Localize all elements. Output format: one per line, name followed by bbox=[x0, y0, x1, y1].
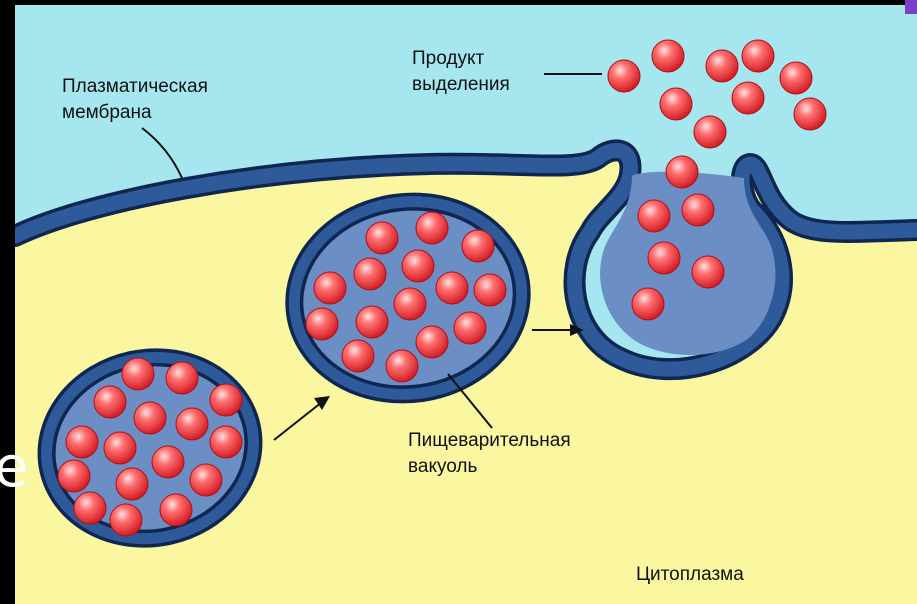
granule bbox=[354, 258, 386, 290]
granule bbox=[210, 384, 242, 416]
label-cytoplasm: Цитоплазма bbox=[636, 564, 744, 585]
granule bbox=[74, 492, 106, 524]
granule bbox=[66, 426, 98, 458]
granule bbox=[342, 340, 374, 372]
granule bbox=[692, 256, 724, 288]
granule bbox=[176, 408, 208, 440]
granule bbox=[694, 116, 726, 148]
granule bbox=[436, 272, 468, 304]
granule bbox=[794, 98, 826, 130]
granule bbox=[94, 386, 126, 418]
label-membrane-line1: Плазматическая bbox=[62, 76, 208, 97]
label-product-line2: выделения bbox=[412, 74, 510, 95]
label-vacuole-line2: вакуоль bbox=[408, 456, 477, 477]
partial-edge-letter: e bbox=[0, 440, 28, 496]
label-membrane-line2: мембрана bbox=[62, 102, 152, 123]
granule bbox=[134, 402, 166, 434]
granule bbox=[122, 358, 154, 390]
granule bbox=[632, 288, 664, 320]
granule bbox=[104, 432, 136, 464]
label-vacuole-line1: Пищеварительная bbox=[408, 430, 571, 451]
granule bbox=[58, 460, 90, 492]
granule bbox=[110, 504, 142, 536]
granule bbox=[166, 362, 198, 394]
corner-accent-bar bbox=[905, 0, 917, 14]
granule bbox=[160, 494, 192, 526]
granule bbox=[706, 50, 738, 82]
granule bbox=[314, 272, 346, 304]
label-product-line1: Продукт bbox=[412, 48, 484, 69]
granule bbox=[190, 464, 222, 496]
granule bbox=[742, 40, 774, 72]
granule bbox=[356, 306, 388, 338]
granule bbox=[648, 242, 680, 274]
granule bbox=[386, 350, 418, 382]
granule bbox=[306, 308, 338, 340]
granule bbox=[474, 274, 506, 306]
granule bbox=[462, 230, 494, 262]
granule bbox=[152, 446, 184, 478]
granule bbox=[210, 426, 242, 458]
granule bbox=[366, 222, 398, 254]
granule bbox=[402, 250, 434, 282]
granule bbox=[732, 82, 764, 114]
granule bbox=[638, 200, 670, 232]
granule bbox=[660, 88, 692, 120]
granule bbox=[608, 60, 640, 92]
granule bbox=[652, 40, 684, 72]
granule bbox=[666, 156, 698, 188]
granule bbox=[416, 212, 448, 244]
granule bbox=[780, 62, 812, 94]
granule bbox=[416, 326, 448, 358]
granule bbox=[116, 468, 148, 500]
granule bbox=[394, 288, 426, 320]
granule bbox=[682, 194, 714, 226]
granule bbox=[454, 312, 486, 344]
